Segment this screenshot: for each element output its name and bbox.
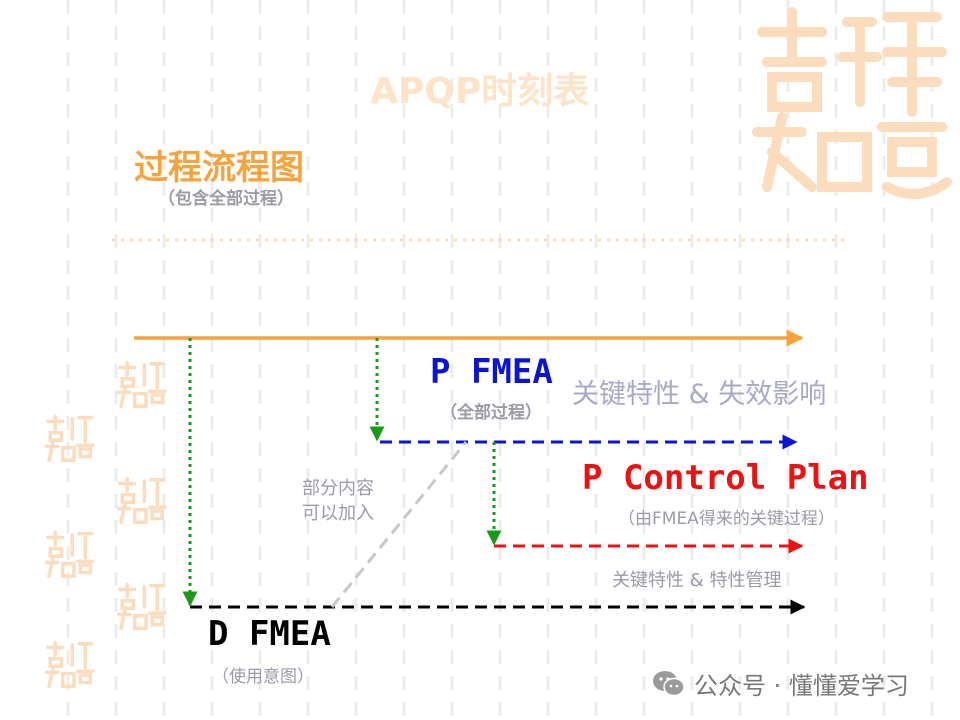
logo-seal-large <box>752 7 952 199</box>
partial-note-line1: 部分内容 <box>302 478 374 499</box>
logo-seal-2 <box>44 414 95 462</box>
slide-title: APQP时刻表 <box>370 71 590 112</box>
logo-seal-3 <box>116 476 167 524</box>
pfmea-subtitle: （全部过程） <box>440 403 542 423</box>
watermark: 公众号 · 懂懂爱学习 <box>652 666 909 701</box>
pcp-subtitle: （由FMEA得来的关键过程） <box>618 509 835 529</box>
watermark-text: 公众号 · 懂懂爱学习 <box>694 672 909 700</box>
logo-seal-4 <box>44 530 95 578</box>
logo-seal-1 <box>116 360 167 408</box>
dfmea-subtitle: （使用意图） <box>212 667 314 687</box>
partial-note-line2: 可以加入 <box>302 503 374 524</box>
dfmea-title: D FMEA <box>208 614 331 654</box>
pfmea-note: 关键特性 & 失效影响 <box>572 379 827 410</box>
pcp-note: 关键特性 & 特性管理 <box>612 570 782 591</box>
pfmea-title: P FMEA <box>430 352 553 392</box>
partial-inclusion-note: 部分内容 可以加入 <box>302 476 374 526</box>
wechat-icon <box>653 670 685 696</box>
process-flow-title: 过程流程图 <box>134 148 304 188</box>
pcp-title: P Control Plan <box>582 458 869 498</box>
partial-inclusion-line <box>330 441 468 608</box>
process-flow-subtitle: （包含全部过程） <box>158 189 294 209</box>
logo-seal-6 <box>44 640 95 688</box>
logo-seal-5 <box>116 582 167 630</box>
